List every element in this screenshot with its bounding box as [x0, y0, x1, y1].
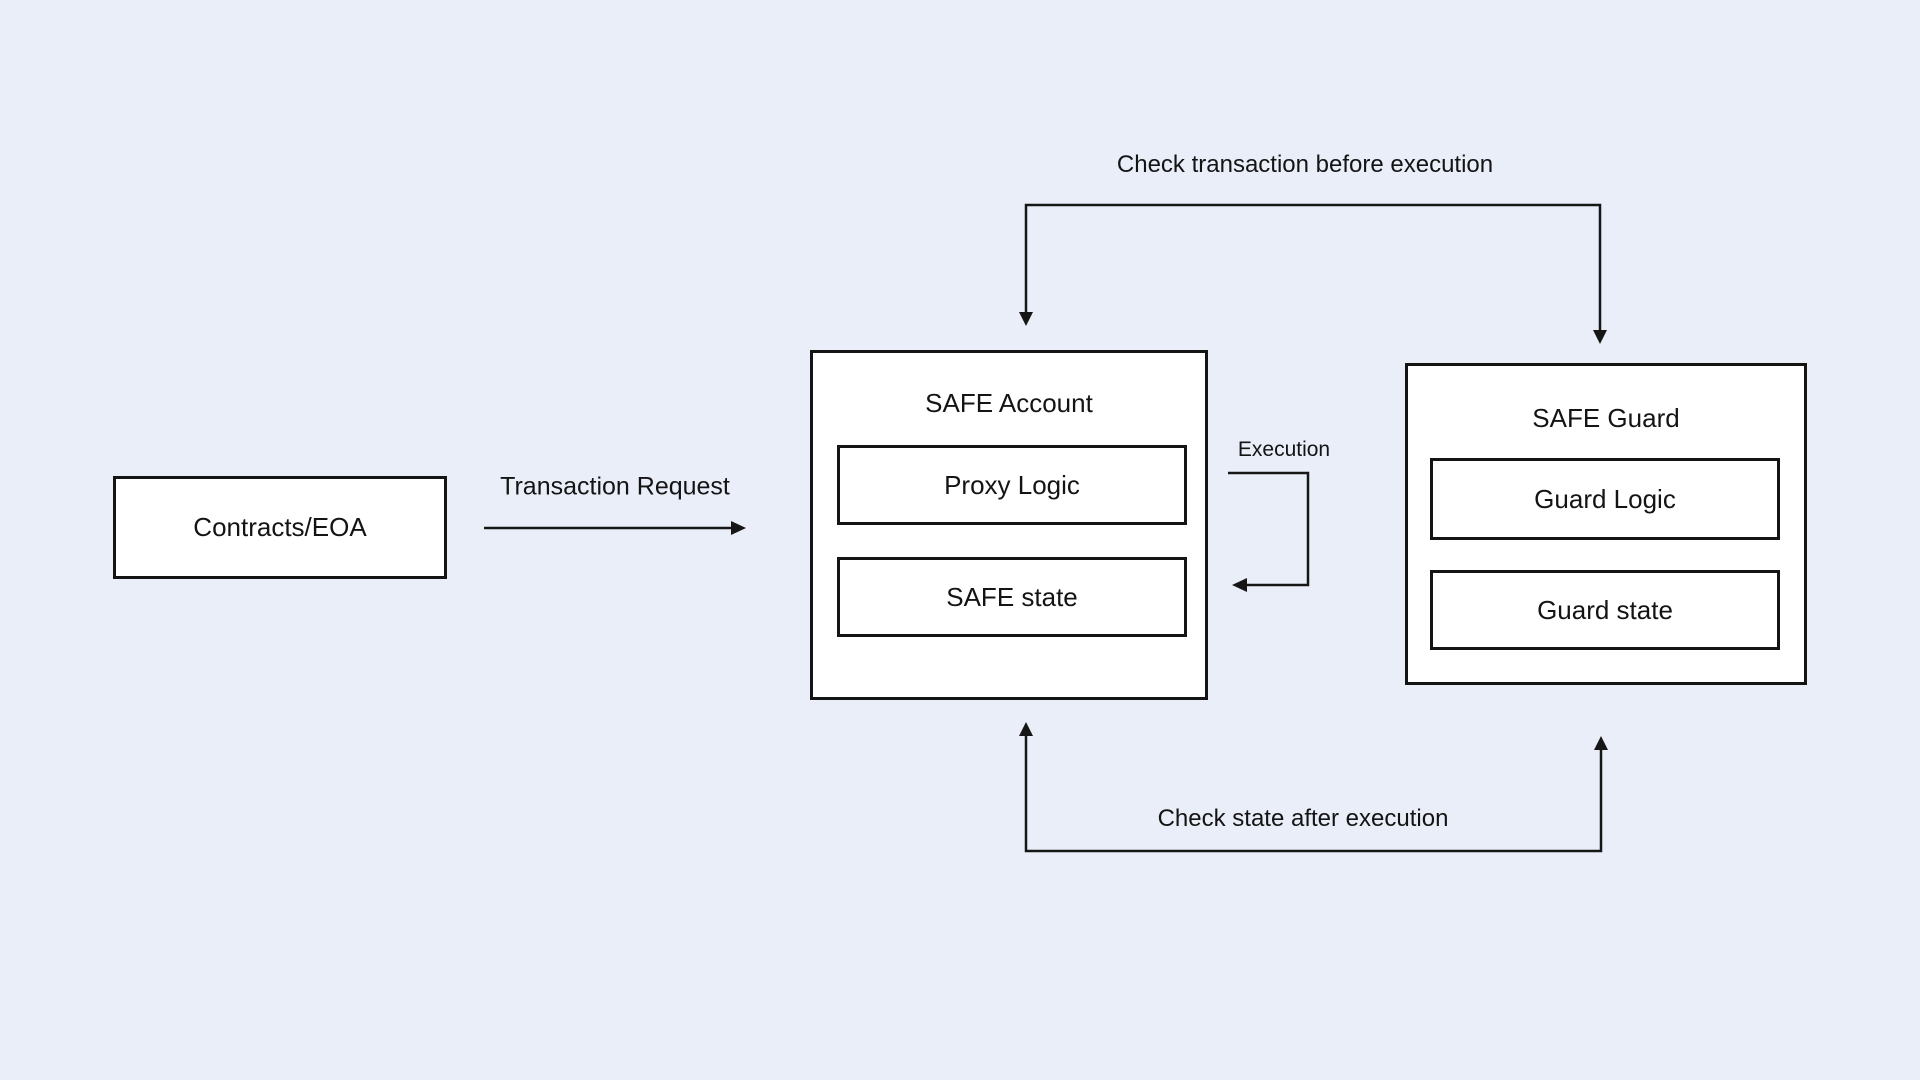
edge-check-after-execution	[1019, 722, 1608, 853]
arrowhead-down-into-safe-account	[1019, 312, 1033, 326]
arrowhead-right-transaction-request	[731, 521, 746, 535]
node-contracts-eoa: Contracts/EOA	[113, 476, 447, 579]
edge-label-check-before-execution: Check transaction before execution	[1116, 151, 1494, 178]
node-guard-state: Guard state	[1430, 570, 1780, 650]
edge-check-before-line	[1024, 203, 1602, 330]
node-safe-state-label: SAFE state	[946, 581, 1078, 612]
node-safe-account-title: SAFE Account	[925, 388, 1093, 418]
edge-transaction-request	[484, 521, 746, 535]
edge-execution	[1228, 471, 1310, 592]
node-guard-logic-label: Guard Logic	[1534, 483, 1676, 514]
node-safe-guard: SAFE Guard Guard Logic Guard state	[1405, 363, 1807, 685]
arrowhead-down-into-safe-guard	[1593, 330, 1607, 344]
arrowhead-up-into-safe-account	[1019, 722, 1033, 736]
edge-check-before-execution	[1019, 203, 1607, 344]
node-proxy-logic: Proxy Logic	[837, 445, 1187, 525]
edge-label-execution: Execution	[1237, 438, 1331, 461]
edge-check-after-line	[1024, 736, 1603, 853]
node-contracts-eoa-label: Contracts/EOA	[193, 512, 367, 542]
node-guard-state-label: Guard state	[1537, 594, 1673, 625]
node-safe-state: SAFE state	[837, 557, 1187, 637]
arrowhead-left-execution	[1232, 578, 1247, 592]
node-safe-account: SAFE Account Proxy Logic SAFE state	[810, 350, 1208, 700]
edge-label-transaction-request: Transaction Request	[500, 472, 730, 501]
arrowhead-up-into-safe-guard	[1594, 736, 1608, 750]
edge-execution-line	[1228, 471, 1310, 587]
node-safe-guard-title: SAFE Guard	[1532, 403, 1680, 433]
node-proxy-logic-label: Proxy Logic	[944, 469, 1080, 500]
edge-label-check-after-execution: Check state after execution	[1157, 805, 1449, 832]
node-guard-logic: Guard Logic	[1430, 458, 1780, 540]
